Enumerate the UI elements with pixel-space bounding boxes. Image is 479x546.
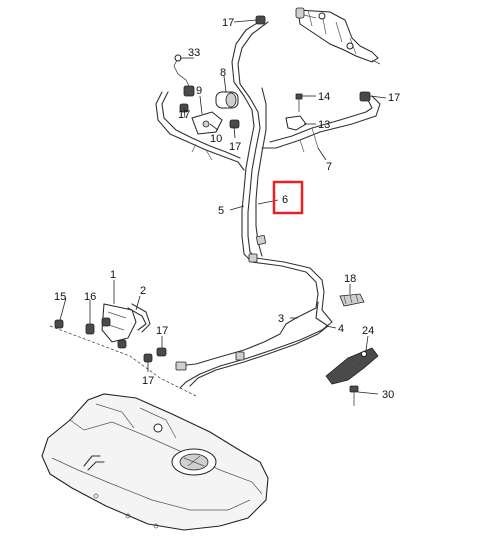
- clip-17-top: [255, 15, 266, 25]
- clip-17-b: [229, 119, 240, 129]
- callout-17-bottom: 17: [142, 375, 154, 387]
- fuel-tank: [41, 393, 269, 531]
- callout-13: 13: [318, 119, 330, 131]
- clip-17-mid: [143, 347, 167, 363]
- bracket-9: [191, 111, 223, 135]
- callout-17-center: 17: [229, 141, 241, 153]
- fuel-tube-5: [231, 19, 325, 295]
- fuel-tube-7: [261, 95, 381, 153]
- bolt-15: [54, 319, 64, 329]
- bracket-24: [325, 347, 379, 385]
- callout-8: 8: [220, 67, 226, 79]
- fuel-tube-6: [248, 87, 267, 263]
- callout-5: 5: [218, 205, 224, 217]
- callout-6-highlight[interactable]: 6: [272, 180, 304, 215]
- callout-30: 30: [382, 389, 394, 401]
- callout-2: 2: [140, 285, 146, 297]
- highlight-box: [272, 180, 304, 215]
- leader-lines: [59, 19, 387, 395]
- bolt-16: [85, 323, 95, 335]
- fuel-tube-3: [175, 293, 319, 367]
- callout-10: 10: [210, 133, 222, 145]
- fuel-rail: [295, 7, 381, 65]
- fuel-tube-4: [175, 291, 333, 389]
- callout-4: 4: [338, 323, 344, 335]
- callout-18: 18: [344, 273, 356, 285]
- dashed-mount-line: [49, 325, 197, 397]
- callout-7: 7: [326, 161, 332, 173]
- callout-17-right: 17: [388, 92, 400, 104]
- clamp-13: [285, 115, 307, 131]
- bolt-14: [295, 93, 303, 112]
- hose-2: [127, 303, 151, 333]
- callout-1: 1: [110, 269, 116, 281]
- clip-18: [339, 293, 365, 307]
- sensor-33: [173, 54, 195, 97]
- clip-17-right: [359, 91, 371, 102]
- callout-24: 24: [362, 325, 374, 337]
- callout-16: 16: [84, 291, 96, 303]
- callout-17-mid: 17: [156, 325, 168, 337]
- callout-15: 15: [54, 291, 66, 303]
- callout-3: 3: [278, 313, 284, 325]
- bolt-30: [349, 385, 359, 406]
- vapor-tube-loop: [155, 91, 245, 171]
- callout-9: 9: [196, 85, 202, 97]
- callout-14: 14: [318, 91, 330, 103]
- callout-6: 6: [282, 194, 288, 206]
- callout-17-top: 17: [222, 17, 234, 29]
- canister-valve-8: [215, 91, 239, 109]
- fuel-filter-assembly-1: [101, 303, 137, 349]
- callout-17-left: 17: [178, 109, 190, 121]
- callout-labels: 17 33 8 9 17 10 17 14 13 17 7 5 6 1 18 1…: [54, 17, 400, 401]
- callout-33: 33: [188, 47, 200, 59]
